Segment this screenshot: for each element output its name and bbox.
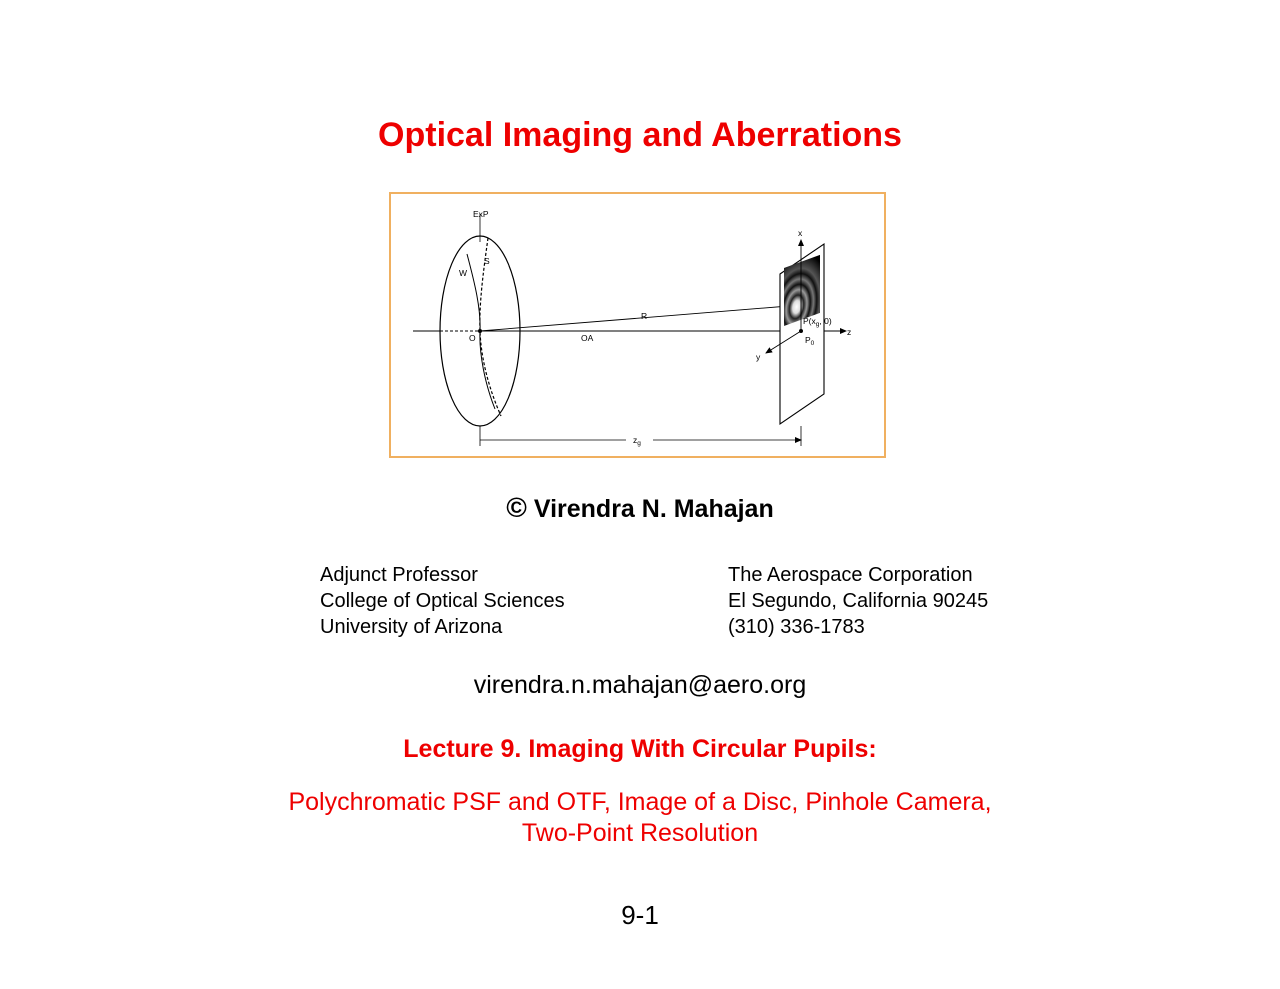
subtitle-line2: Two-Point Resolution [521, 819, 759, 847]
lecture-subtitle: Polychromatic PSF and OTF, Image of a Di… [0, 787, 1280, 849]
label-y: y [756, 352, 761, 362]
label-oa: OA [581, 333, 594, 343]
affiliation-right-line3: (310) 336-1783 [728, 616, 865, 638]
page-number: 9-1 [621, 900, 659, 930]
label-r: R [641, 311, 647, 321]
ray-r-line [479, 304, 802, 332]
subtitle-line1: Polychromatic PSF and OTF, Image of a Di… [288, 788, 992, 816]
page-title: Optical Imaging and Aberrations [378, 116, 902, 154]
point-p0 [799, 329, 803, 333]
lecture-title: Lecture 9. Imaging With Circular Pupils: [403, 735, 877, 763]
psf-pattern [784, 254, 820, 326]
affiliation-left-line2: College of Optical Sciences [320, 590, 565, 612]
author-line: © Virendra N. Mahajan [0, 492, 1280, 524]
affiliation-university: Adjunct Professor College of Optical Sci… [320, 562, 565, 640]
label-s: S [484, 256, 490, 266]
author-name: Virendra N. Mahajan [533, 495, 774, 523]
label-exp: ExP [473, 209, 489, 219]
copyright-symbol: © [506, 492, 527, 523]
svg-text:P0: P0 [805, 335, 815, 347]
affiliation-left-line1: Adjunct Professor [320, 564, 478, 586]
label-w: W [459, 268, 467, 278]
svg-text:zg: zg [633, 435, 641, 447]
optical-diagram-figure: ExP S W O OA R x y z P(xg, 0) P0 zg [389, 192, 886, 458]
label-point-p: P(xg, 0) [803, 316, 832, 328]
origin-point [478, 329, 482, 333]
y-axis-arrow [765, 330, 802, 354]
optical-diagram: ExP S W O OA R x y z P(xg, 0) P0 zg [413, 209, 851, 447]
label-x: x [798, 228, 803, 238]
affiliation-right-line2: El Segundo, California 90245 [728, 590, 989, 612]
svg-text:P(xg, 0): P(xg, 0) [803, 316, 832, 328]
affiliation-left-line3: University of Arizona [320, 616, 503, 638]
label-z: z [847, 327, 851, 337]
label-zg: zg [633, 435, 641, 447]
reference-sphere-curve [479, 237, 502, 417]
label-point-p0: P0 [805, 335, 815, 347]
label-origin: O [469, 333, 476, 343]
email-address: virendra.n.mahajan@aero.org [473, 671, 807, 699]
affiliation-right-line1: The Aerospace Corporation [728, 564, 973, 586]
affiliation-company: The Aerospace Corporation El Segundo, Ca… [728, 562, 988, 640]
